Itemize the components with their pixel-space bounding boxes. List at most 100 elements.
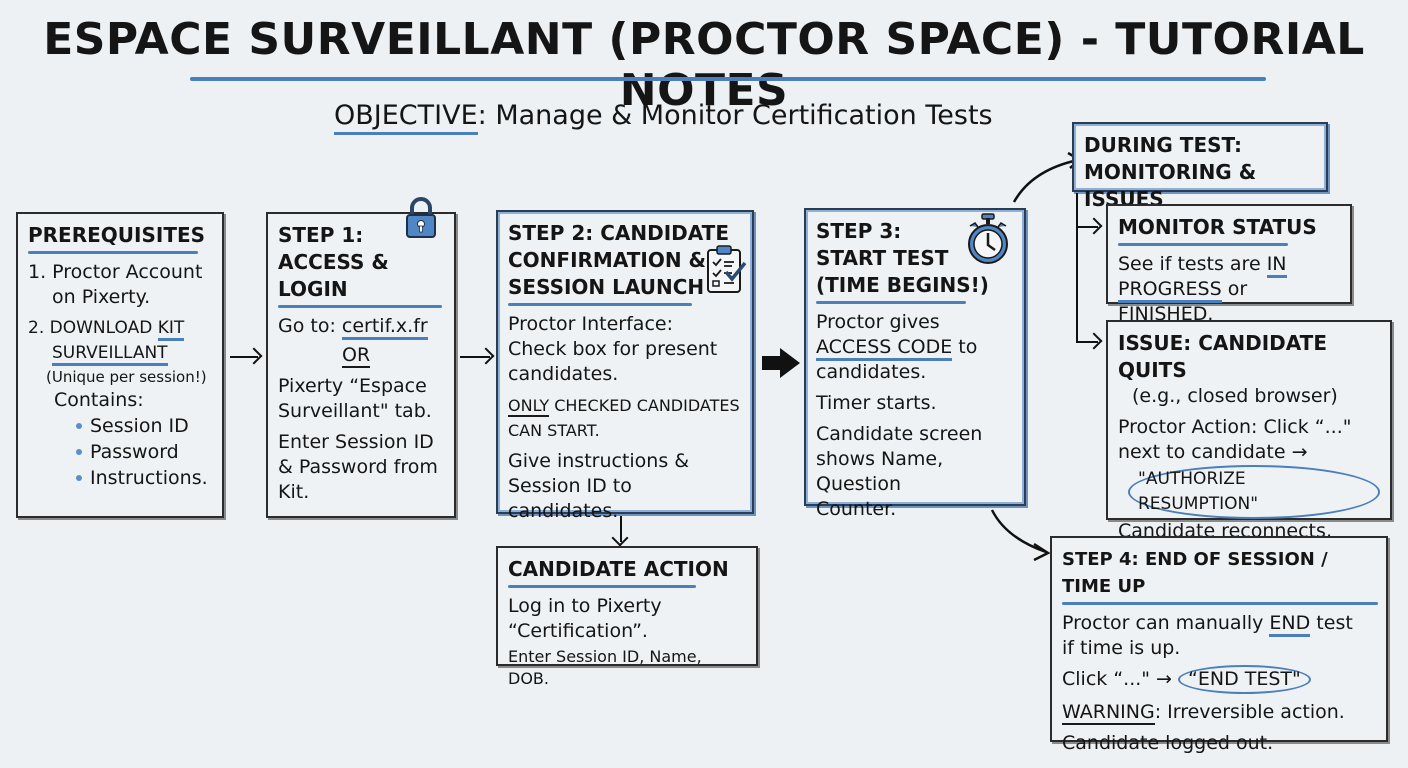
objective-key: OBJECTIVE xyxy=(334,100,478,135)
step2-line-rest: CHECKED CANDIDATES xyxy=(549,396,740,415)
objective: OBJECTIVE: Manage & Monitor Certificatio… xyxy=(334,100,993,135)
end-test-action[interactable]: “END TEST" xyxy=(1178,665,1311,694)
progress-keyword: PROGRESS xyxy=(1118,278,1222,303)
only-checked-line: ONLY CHECKED CANDIDATES xyxy=(508,393,742,418)
during-test-heading: DURING TEST: xyxy=(1084,133,1243,157)
step2-heading-3: SESSION LAUNCH xyxy=(508,275,705,299)
kit-keyword: KIT xyxy=(157,318,185,341)
heading-underline xyxy=(1062,602,1378,605)
click-end-line: Click “..." → “END TEST" xyxy=(1062,665,1376,694)
end-keyword: END xyxy=(1269,612,1311,637)
click-text: Click “..." → xyxy=(1062,668,1179,690)
goto-label: Go to: xyxy=(278,315,342,337)
heading-underline xyxy=(508,585,696,588)
step2-heading-2: CONFIRMATION & xyxy=(508,248,706,272)
candidate-action-line: Enter Session ID, Name, DOB. xyxy=(508,647,702,688)
step2-line: Give instructions & xyxy=(508,450,690,472)
prereq-item-2-text: 2. DOWNLOAD xyxy=(28,318,158,338)
enter-line: & Password from xyxy=(278,456,438,478)
step1-heading-2: ACCESS & LOGIN xyxy=(278,250,389,301)
arrow-right xyxy=(230,356,258,358)
step3-line: Counter. xyxy=(816,498,897,520)
candidate-action-line: “Certification”. xyxy=(508,620,648,642)
heading-underline xyxy=(278,305,442,308)
warning-keyword: WARNING xyxy=(1062,701,1155,725)
alt-line: Pixerty “Espace xyxy=(278,375,427,397)
arrow-right xyxy=(1076,341,1098,343)
step3-line: shows Name, Question xyxy=(816,448,944,495)
bold-arrow-right xyxy=(762,348,800,378)
arrow-right xyxy=(460,356,490,358)
step1-box: STEP 1: ACCESS & LOGIN Go to: certif.x.f… xyxy=(266,212,456,518)
goto-line: Go to: certif.x.fr xyxy=(278,314,444,340)
prereq-item-2: 2. DOWNLOAD KIT xyxy=(28,316,212,341)
monitor-text: See if tests are xyxy=(1118,253,1267,275)
prereq-item-1-cont: on Pixerty. xyxy=(52,286,151,308)
step2-line: Proctor Interface: xyxy=(508,313,673,335)
candidate-action-line: Log in to Pixerty xyxy=(508,595,662,617)
enter-line: Enter Session ID xyxy=(278,431,434,453)
heading-underline xyxy=(1118,243,1288,246)
bullet-item: Password xyxy=(68,439,212,465)
prerequisites-heading: PREREQUISITES xyxy=(28,223,206,247)
issue-line: Proctor Action: Click “..." xyxy=(1118,416,1352,438)
candidate-action-box: CANDIDATE ACTION Log in to Pixerty “Cert… xyxy=(496,546,758,688)
step3-heading: STEP 3: xyxy=(816,219,902,243)
step4-heading: STEP 4: END OF SESSION / TIME UP xyxy=(1062,549,1328,597)
certif-link[interactable]: certif.x.fr xyxy=(341,315,428,340)
step2-line: Session ID to candidates. xyxy=(508,475,632,522)
arrow-down xyxy=(620,516,622,542)
warning-line: WARNING: Irreversible action. xyxy=(1062,700,1376,725)
step3-heading-2: START TEST xyxy=(816,246,949,270)
issue-sub: (e.g., closed browser) xyxy=(1132,385,1338,407)
step4-line: Proctor can manually END test xyxy=(1062,611,1376,637)
step3-heading-3: (TIME BEGINS!) xyxy=(816,273,989,297)
monitor-status-box: MONITOR STATUS See if tests are IN PROGR… xyxy=(1106,204,1352,328)
warning-text: : Irreversible action. xyxy=(1154,701,1345,723)
or-text: or xyxy=(1221,278,1248,300)
step2-line: Check box for present xyxy=(508,338,718,360)
timer-line: Timer starts. xyxy=(816,392,937,414)
surveillant-keyword: SURVEILLANT xyxy=(52,343,168,366)
bullet-item: Session ID xyxy=(68,413,212,439)
arrow-right xyxy=(1076,226,1098,228)
prerequisites-box: PREREQUISITES 1. Proctor Account on Pixe… xyxy=(16,212,224,518)
during-test-box: DURING TEST: MONITORING & ISSUES xyxy=(1072,122,1328,211)
curved-arrow-down xyxy=(990,509,1051,562)
branch-line xyxy=(1076,193,1078,341)
lock-icon xyxy=(406,197,436,238)
issue-box: ISSUE: CANDIDATE QUITS (e.g., closed bro… xyxy=(1106,320,1392,592)
monitor-line-2: PROGRESS or FINISHED. xyxy=(1118,277,1340,328)
heading-underline xyxy=(816,301,966,304)
clipboard-checklist-icon xyxy=(707,245,747,293)
heading-underline xyxy=(28,251,198,254)
page-title: ESPACE SURVEILLANT (PROCTOR SPACE) - TUT… xyxy=(43,14,1365,116)
stopwatch-icon xyxy=(968,213,1008,264)
objective-text: : Manage & Monitor Certification Tests xyxy=(477,100,993,131)
finished-keyword: FINISHED xyxy=(1118,303,1208,328)
bullet-item: Instructions. xyxy=(68,465,212,491)
issue-heading: ISSUE: CANDIDATE QUITS xyxy=(1118,331,1327,382)
prereq-item-1: 1. Proctor Account xyxy=(28,261,203,283)
authorize-resumption-action[interactable]: "AUTHORIZE RESUMPTION" xyxy=(1128,465,1380,519)
monitor-status-heading: MONITOR STATUS xyxy=(1118,215,1317,239)
step4-text: test xyxy=(1310,612,1353,634)
arrow-down-head xyxy=(611,529,629,547)
issue-line: next to candidate → xyxy=(1118,441,1308,463)
prereq-note: (Unique per session!) xyxy=(46,368,207,386)
title-underline xyxy=(190,77,1266,81)
step4-box: STEP 4: END OF SESSION / TIME UP Proctor… xyxy=(1050,536,1388,754)
step4-text: Proctor can manually xyxy=(1062,612,1270,634)
candidate-action-heading: CANDIDATE ACTION xyxy=(508,557,729,581)
step3-line: Proctor gives xyxy=(816,311,940,333)
step3-line-rest: to xyxy=(952,336,978,358)
step1-heading: STEP 1: xyxy=(278,223,364,247)
access-code-keyword: ACCESS CODE xyxy=(816,336,953,361)
step2-heading: STEP 2: CANDIDATE xyxy=(508,221,729,245)
step2-box: STEP 2: CANDIDATE CONFIRMATION & SESSION… xyxy=(496,210,754,522)
step4-line: if time is up. xyxy=(1062,637,1181,659)
step4-line: Candidate logged out. xyxy=(1062,732,1274,754)
heading-underline xyxy=(508,303,692,306)
monitor-line: See if tests are IN xyxy=(1118,252,1340,278)
access-code-line: ACCESS CODE to xyxy=(816,335,1014,361)
